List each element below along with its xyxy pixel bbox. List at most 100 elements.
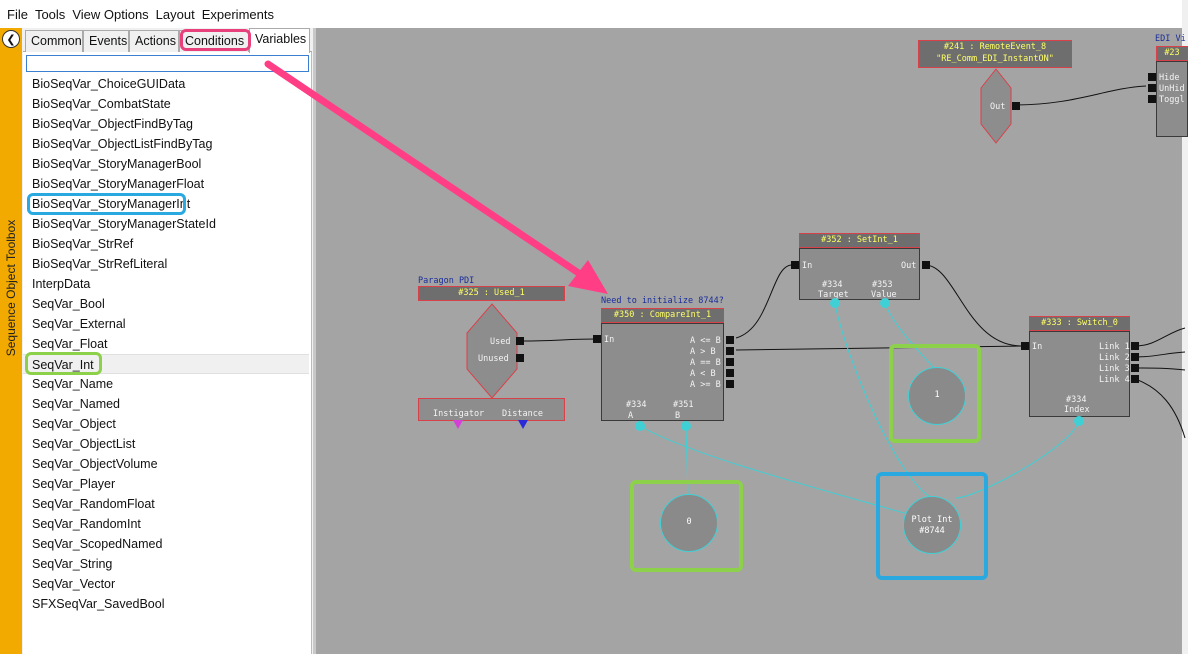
setint-target-port[interactable]	[830, 298, 840, 308]
menu-tools[interactable]: Tools	[34, 6, 66, 22]
list-item[interactable]: SeqVar_Bool	[32, 297, 105, 311]
used-out-port[interactable]	[516, 337, 524, 345]
list-item[interactable]: SeqVar_Vector	[32, 577, 116, 591]
search-input[interactable]	[26, 55, 309, 72]
list-item[interactable]: BioSeqVar_StoryManagerBool	[32, 157, 202, 171]
list-item[interactable]: BioSeqVar_CombatState	[32, 97, 171, 111]
unused-out-port[interactable]	[516, 354, 524, 362]
remote-event-body[interactable]	[980, 68, 1012, 144]
setint-node-body[interactable]	[799, 248, 920, 300]
tab-variables[interactable]: Variables	[249, 28, 310, 53]
list-item[interactable]: BioSeqVar_StoryManagerFloat	[32, 177, 205, 191]
switch-in-port[interactable]	[1021, 342, 1029, 350]
list-item[interactable]: BioSeqVar_ChoiceGUIData	[32, 77, 186, 91]
edi-hide-port[interactable]	[1148, 73, 1156, 81]
switch-link3-port[interactable]	[1131, 364, 1139, 372]
int-var-one[interactable]	[908, 367, 966, 425]
plot-int-var[interactable]	[903, 496, 961, 554]
list-item[interactable]: BioSeqVar_StoryManagerInt	[32, 197, 191, 211]
collapse-toolbox-icon[interactable]: ❮	[2, 30, 20, 48]
list-item[interactable]: SeqVar_Object	[32, 417, 116, 431]
list-item[interactable]: SFXSeqVar_SavedBool	[32, 597, 165, 611]
menu-experiments[interactable]: Experiments	[201, 6, 274, 22]
sequence-canvas[interactable]: #241 : RemoteEvent_8 "RE_Comm_EDI_Instan…	[264, 28, 1188, 654]
menu-file[interactable]: File	[7, 6, 28, 22]
used-node-vars	[418, 398, 565, 421]
edi-node-title[interactable]: #23	[1156, 46, 1188, 61]
list-item[interactable]: BioSeqVar_ObjectListFindByTag	[32, 137, 213, 151]
compare-var-a-port[interactable]	[635, 421, 645, 431]
list-item[interactable]: BioSeqVar_StrRefLiteral	[32, 257, 168, 271]
tab-actions[interactable]: Actions	[129, 30, 179, 52]
compare-out-eq-label: A == B	[690, 358, 721, 368]
compare-var-b-id: #351	[673, 400, 694, 410]
used-node-body[interactable]	[466, 303, 518, 399]
setint-out-port[interactable]	[922, 261, 930, 269]
list-item[interactable]: InterpData	[32, 277, 91, 291]
compare-out-lt-port[interactable]	[726, 369, 734, 377]
setint-value-id: #353	[872, 280, 893, 290]
toolbox-title[interactable]: Sequence Object Toolbox	[1, 188, 21, 388]
compare-out-lt-label: A < B	[690, 369, 716, 379]
list-item[interactable]: SeqVar_External	[32, 317, 126, 331]
tab-events[interactable]: Events	[83, 30, 129, 52]
list-item[interactable]: SeqVar_ScopedNamed	[32, 537, 163, 551]
unused-out-label: Unused	[478, 354, 509, 364]
compare-out-le-port[interactable]	[726, 336, 734, 344]
remote-event-node-title[interactable]: #241 : RemoteEvent_8 "RE_Comm_EDI_Instan…	[918, 40, 1072, 68]
compare-in-port[interactable]	[593, 335, 601, 343]
storymanagerint-highlight	[27, 193, 186, 215]
setint-target-id: #334	[822, 280, 843, 290]
switch-var-id: #334	[1066, 395, 1087, 405]
setint-node-title[interactable]: #352 : SetInt_1	[799, 233, 920, 248]
edi-unhide-port[interactable]	[1148, 84, 1156, 92]
distance-port[interactable]	[518, 420, 528, 430]
compare-out-gt-label: A > B	[690, 347, 716, 357]
toolbox-tabs: Common Events Actions Conditions Variabl…	[23, 28, 312, 53]
setint-in-port[interactable]	[791, 261, 799, 269]
switch-node-title[interactable]: #333 : Switch_0	[1029, 316, 1130, 331]
switch-link4-port[interactable]	[1131, 375, 1139, 383]
list-item-selected[interactable]: SeqVar_Int	[23, 354, 309, 374]
list-item[interactable]: SeqVar_RandomInt	[32, 517, 141, 531]
compare-var-a-name: A	[628, 411, 634, 421]
compare-in-label: In	[604, 335, 615, 345]
list-item[interactable]: SeqVar_RandomFloat	[32, 497, 155, 511]
compare-out-gt-port[interactable]	[726, 347, 734, 355]
edi-toggle-port[interactable]	[1148, 95, 1156, 103]
list-item[interactable]: SeqVar_ObjectVolume	[32, 457, 158, 471]
int-var-zero[interactable]	[660, 494, 718, 552]
list-item[interactable]: BioSeqVar_StoryManagerStateId	[32, 217, 216, 231]
compare-var-b-name: B	[675, 411, 681, 421]
list-item[interactable]: SeqVar_ObjectList	[32, 437, 136, 451]
menu-bar: File Tools View Options Layout Experimen…	[0, 0, 1182, 28]
switch-index-port[interactable]	[1074, 416, 1084, 426]
switch-link1-port[interactable]	[1131, 342, 1139, 350]
instigator-port[interactable]	[453, 420, 463, 430]
list-item[interactable]: SeqVar_Name	[32, 377, 114, 391]
tab-conditions[interactable]: Conditions	[179, 30, 249, 52]
compare-out-eq-port[interactable]	[726, 358, 734, 366]
switch-link2-label: Link 2	[1099, 353, 1130, 363]
setint-out-label: Out	[901, 261, 917, 271]
edi-node-body[interactable]	[1156, 61, 1188, 137]
list-item[interactable]: BioSeqVar_StrRef	[32, 237, 134, 251]
compare-var-b-port[interactable]	[681, 421, 691, 431]
switch-node-body[interactable]	[1029, 331, 1130, 417]
edi-hide-label: Hide	[1159, 73, 1180, 83]
switch-link2-port[interactable]	[1131, 353, 1139, 361]
compare-out-ge-port[interactable]	[726, 380, 734, 388]
tab-common[interactable]: Common	[25, 30, 83, 52]
setint-value-port[interactable]	[880, 298, 890, 308]
list-item[interactable]: SeqVar_Player	[32, 477, 116, 491]
list-item[interactable]: BioSeqVar_ObjectFindByTag	[32, 117, 193, 131]
menu-layout[interactable]: Layout	[155, 6, 195, 22]
compare-node-body[interactable]	[601, 323, 724, 421]
menu-view-options[interactable]: View Options	[72, 6, 149, 22]
list-item[interactable]: SeqVar_Float	[32, 337, 108, 351]
list-item[interactable]: SeqVar_Named	[32, 397, 121, 411]
used-node-title[interactable]: #325 : Used_1	[418, 286, 565, 301]
remote-event-out-port[interactable]	[1012, 102, 1020, 110]
list-item[interactable]: SeqVar_String	[32, 557, 113, 571]
compare-node-title[interactable]: #350 : CompareInt_1	[601, 308, 724, 323]
